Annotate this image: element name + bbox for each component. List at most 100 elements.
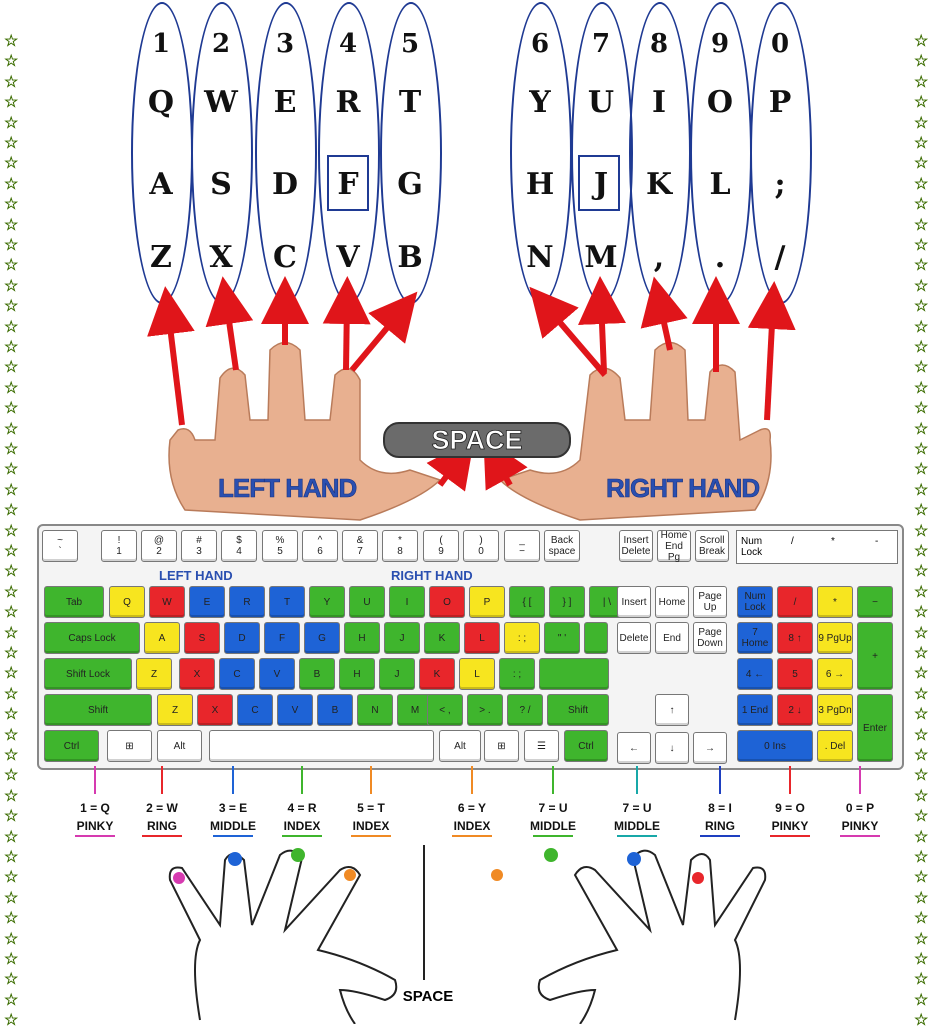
numpad-key[interactable]: Enter (857, 694, 893, 762)
bottom-row-key[interactable]: Alt (157, 730, 202, 762)
letter-key[interactable]: Shift Lock (44, 658, 132, 690)
letter-key[interactable]: X (197, 694, 233, 726)
letter-key[interactable]: R (229, 586, 265, 618)
arrow-key[interactable]: ← (617, 732, 651, 764)
letter-key[interactable]: H (344, 622, 380, 654)
number-key[interactable]: $4 (221, 530, 257, 562)
nav-key[interactable]: Page Up (693, 586, 727, 618)
letter-key[interactable] (539, 658, 609, 690)
numpad-key[interactable]: Num Lock (737, 586, 773, 618)
number-key[interactable]: *8 (382, 530, 418, 562)
number-key[interactable]: %5 (262, 530, 298, 562)
bottom-row-key[interactable]: Alt (439, 730, 481, 762)
bottom-row-key[interactable]: ⊞ (107, 730, 152, 762)
number-key[interactable]: (9 (423, 530, 459, 562)
letter-key[interactable]: I (389, 586, 425, 618)
letter-key[interactable]: L (464, 622, 500, 654)
letter-key[interactable]: B (317, 694, 353, 726)
bottom-row-key[interactable]: Ctrl (564, 730, 608, 762)
nav-top-key[interactable]: Scroll Break (695, 530, 729, 562)
letter-key[interactable]: F (264, 622, 300, 654)
letter-key[interactable]: B (299, 658, 335, 690)
numpad-key[interactable]: . Del (817, 730, 853, 762)
letter-key[interactable]: K (424, 622, 460, 654)
letter-key[interactable]: Shift (44, 694, 152, 726)
letter-key[interactable]: : ; (499, 658, 535, 690)
letter-key[interactable]: K (419, 658, 455, 690)
letter-key[interactable]: H (339, 658, 375, 690)
bottom-row-key[interactable]: ☰ (524, 730, 559, 762)
nav-key[interactable]: End (655, 622, 689, 654)
number-key[interactable]: @2 (141, 530, 177, 562)
letter-key[interactable]: J (384, 622, 420, 654)
numpad-key[interactable]: 9 PgUp (817, 622, 853, 654)
letter-key[interactable]: E (189, 586, 225, 618)
numpad-key[interactable]: 1 End (737, 694, 773, 726)
letter-key[interactable]: C (237, 694, 273, 726)
nav-key[interactable]: Insert (617, 586, 651, 618)
letter-key[interactable]: T (269, 586, 305, 618)
letter-key[interactable] (584, 622, 608, 654)
letter-key[interactable]: S (184, 622, 220, 654)
numpad-key[interactable]: 7 Home (737, 622, 773, 654)
arrow-key[interactable]: → (693, 732, 727, 764)
letter-key[interactable]: Y (309, 586, 345, 618)
letter-key[interactable]: V (277, 694, 313, 726)
letter-key[interactable]: U (349, 586, 385, 618)
bottom-row-key[interactable] (209, 730, 434, 762)
number-key[interactable]: ^6 (302, 530, 338, 562)
nav-top-key[interactable]: Insert Delete (619, 530, 653, 562)
numpad-key[interactable]: 5 (777, 658, 813, 690)
letter-key[interactable]: Z (136, 658, 172, 690)
numpad-key[interactable]: / (777, 586, 813, 618)
letter-key[interactable]: Caps Lock (44, 622, 140, 654)
numpad-key[interactable]: 8 ↑ (777, 622, 813, 654)
letter-key[interactable]: Shift (547, 694, 609, 726)
numpad-key[interactable]: 4 ← (737, 658, 773, 690)
letter-key[interactable]: W (149, 586, 185, 618)
arrow-key[interactable]: ↓ (655, 732, 689, 764)
letter-key[interactable]: > . (467, 694, 503, 726)
letter-key[interactable]: O (429, 586, 465, 618)
letter-key[interactable]: : ; (504, 622, 540, 654)
letter-key[interactable]: Q (109, 586, 145, 618)
number-key[interactable]: _− (504, 530, 540, 562)
nav-top-key[interactable]: Home End Pg (657, 530, 691, 563)
arrow-key[interactable]: ↑ (655, 694, 689, 726)
number-key[interactable]: ~` (42, 530, 78, 562)
numpad-key[interactable]: 2 ↓ (777, 694, 813, 726)
number-key[interactable]: #3 (181, 530, 217, 562)
nav-key[interactable]: Home (655, 586, 689, 618)
letter-key[interactable]: { [ (509, 586, 545, 618)
letter-key[interactable]: J (379, 658, 415, 690)
bottom-row-key[interactable]: Ctrl (44, 730, 99, 762)
bottom-row-key[interactable]: ⊞ (484, 730, 519, 762)
letter-key[interactable]: < , (427, 694, 463, 726)
letter-key[interactable]: } ] (549, 586, 585, 618)
letter-key[interactable]: Tab (44, 586, 104, 618)
number-key[interactable]: )0 (463, 530, 499, 562)
letter-key[interactable]: L (459, 658, 495, 690)
letter-key[interactable]: V (259, 658, 295, 690)
letter-key[interactable]: X (179, 658, 215, 690)
number-key[interactable]: !1 (101, 530, 137, 562)
letter-key[interactable]: G (304, 622, 340, 654)
numpad-key[interactable]: + (857, 622, 893, 690)
numpad-key[interactable]: − (857, 586, 893, 618)
numpad-key[interactable]: 0 Ins (737, 730, 813, 762)
letter-key[interactable]: N (357, 694, 393, 726)
number-key[interactable]: &7 (342, 530, 378, 562)
letter-key[interactable]: " ' (544, 622, 580, 654)
letter-key[interactable]: A (144, 622, 180, 654)
numpad-key[interactable]: 3 PgDn (817, 694, 853, 726)
letter-key[interactable]: ? / (507, 694, 543, 726)
letter-key[interactable]: D (224, 622, 260, 654)
nav-key[interactable]: Page Down (693, 622, 727, 654)
nav-key[interactable]: Delete (617, 622, 651, 654)
numpad-key[interactable]: * (817, 586, 853, 618)
letter-key[interactable]: P (469, 586, 505, 618)
numpad-key[interactable]: 6 → (817, 658, 853, 690)
letter-key[interactable]: Z (157, 694, 193, 726)
letter-key[interactable]: C (219, 658, 255, 690)
